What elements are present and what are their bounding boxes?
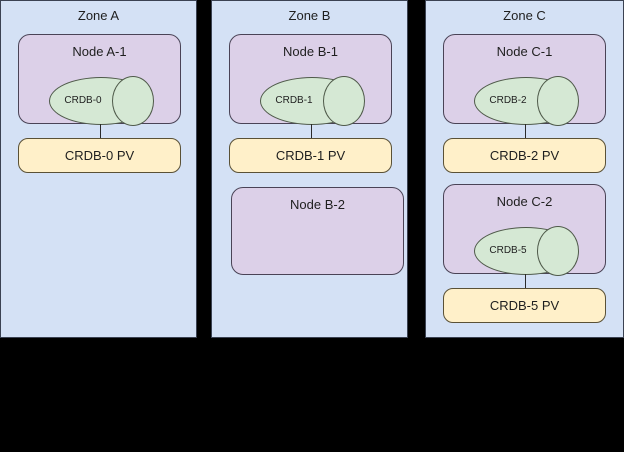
crdb-0-label: CRDB-0	[64, 95, 102, 106]
crdb-5-pv-label: CRDB-5 PV	[489, 297, 560, 313]
node-c-2-title: Node C-2	[496, 194, 553, 209]
crdb-2-database-icon[interactable]: CRDB-2	[474, 76, 579, 126]
cylinder-cap	[112, 76, 154, 126]
crdb-0-pv-label: CRDB-0 PV	[64, 147, 135, 163]
node-c-2[interactable]: Node C-2 CRDB-5	[443, 184, 606, 276]
zone-a-container: Zone A Node A-1 CRDB-0 CRDB-0 PV	[0, 0, 197, 338]
crdb-5-database-icon[interactable]: CRDB-5	[474, 226, 579, 276]
crdb-5-label: CRDB-5	[489, 245, 527, 256]
cylinder-cap	[323, 76, 365, 126]
cylinder-cap	[537, 76, 579, 126]
node-c-1-to-crdb-2-pv-connector	[525, 124, 526, 140]
crdb-2-pv[interactable]: CRDB-2 PV	[443, 138, 606, 173]
node-b-1[interactable]: Node B-1 CRDB-1	[229, 34, 392, 126]
node-a-1-to-crdb-0-pv-connector	[100, 124, 101, 140]
zone-b-container: Zone B Node B-1 CRDB-1 CRDB-1 PV Node B-…	[211, 0, 408, 338]
crdb-2-pv-label: CRDB-2 PV	[489, 147, 560, 163]
node-c-1-title: Node C-1	[496, 44, 553, 59]
crdb-0-pv[interactable]: CRDB-0 PV	[18, 138, 181, 173]
zone-c-title: Zone C	[503, 8, 546, 23]
zone-a-title: Zone A	[77, 8, 120, 23]
crdb-0-database-icon[interactable]: CRDB-0	[49, 76, 154, 126]
zone-c-container: Zone C Node C-1 CRDB-2 CRDB-2 PV Node C-…	[425, 0, 624, 338]
node-b-2[interactable]: Node B-2	[231, 187, 404, 275]
crdb-1-pv-label: CRDB-1 PV	[275, 147, 346, 163]
node-c-1[interactable]: Node C-1 CRDB-2	[443, 34, 606, 126]
crdb-2-label: CRDB-2	[489, 95, 527, 106]
zone-b-title: Zone B	[288, 8, 331, 23]
cylinder-cap	[537, 226, 579, 276]
node-a-1[interactable]: Node A-1 CRDB-0	[18, 34, 181, 126]
crdb-1-database-icon[interactable]: CRDB-1	[260, 76, 365, 126]
node-b-2-title: Node B-2	[290, 197, 345, 212]
crdb-1-pv[interactable]: CRDB-1 PV	[229, 138, 392, 173]
node-b-1-to-crdb-1-pv-connector	[311, 124, 312, 140]
node-c-2-to-crdb-5-pv-connector	[525, 274, 526, 290]
crdb-1-label: CRDB-1	[275, 95, 313, 106]
node-a-1-title: Node A-1	[72, 44, 127, 59]
node-b-1-title: Node B-1	[283, 44, 338, 59]
crdb-5-pv[interactable]: CRDB-5 PV	[443, 288, 606, 323]
